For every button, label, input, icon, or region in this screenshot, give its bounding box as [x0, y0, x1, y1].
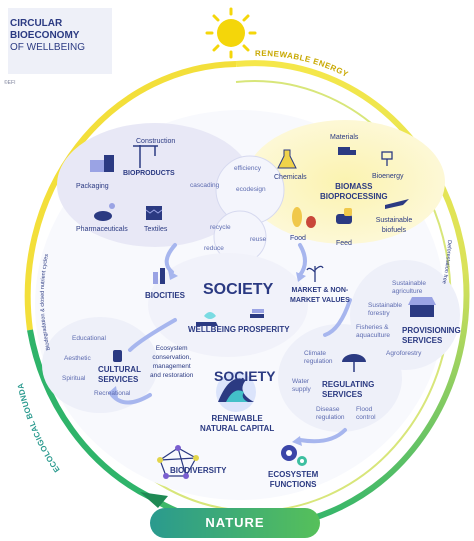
bioenergy-label: Bioenergy: [372, 173, 404, 180]
nature-banner: [150, 508, 320, 538]
packaging-icon: [90, 155, 114, 172]
ecosystem-note-line-4: and restoration: [150, 372, 194, 379]
biodiversity-label: BIODIVERSITY: [170, 466, 227, 475]
food-label: Food: [290, 235, 306, 242]
prosperity-label: PROSPERITY: [238, 325, 290, 334]
crane-icon: [133, 145, 158, 168]
flood-control-label: Flood control: [356, 406, 376, 421]
sustainable-forestry-label: Sustainable forestry: [368, 302, 402, 317]
flask-icon: [277, 149, 297, 169]
biomass-title-1: BIOMASS: [335, 182, 373, 191]
title-line-1: CIRCULAR: [10, 18, 63, 29]
sustainable-biofuels-label: Sustainable biofuels: [375, 217, 413, 234]
textile-icon: [145, 206, 163, 220]
ecosystem-conservation-note: Ecosystem conservation, management and r…: [150, 344, 193, 380]
praying-icon: [113, 350, 122, 362]
umbrella-icon: [342, 354, 366, 372]
market-stall-icon: [408, 297, 436, 317]
pharmaceuticals-label: Pharmaceuticals: [76, 226, 128, 233]
renewable-capital-line-2: NATURAL CAPITAL: [200, 424, 275, 433]
biodegradation-label: Biodegradation & closed nutrient cycles: [40, 253, 52, 351]
cultural-services-line-2: SERVICES: [98, 375, 139, 384]
renewable-capital-line-1: RENEWABLE: [211, 414, 263, 423]
corn-icon: [292, 207, 316, 228]
sustainable-agriculture-label: Sustainable agriculture: [392, 280, 426, 295]
ecosystem-note-line-2: conservation,: [152, 354, 192, 361]
gear-icon: [281, 445, 307, 466]
ecosystem-note-line-3: management: [152, 363, 191, 370]
bottles-icon: [153, 268, 165, 284]
ecodesign-label: ecodesign: [236, 186, 266, 193]
textiles-label: Textiles: [144, 226, 168, 233]
cultural-services-title: CULTURAL SERVICES: [98, 365, 141, 385]
provisioning-services-line-2: SERVICES: [402, 336, 443, 345]
reuse-label: reuse: [250, 236, 267, 243]
recycle-label: recycle: [210, 224, 231, 231]
title-box: CIRCULAR BIOECONOMY OF WELLBEING: [8, 8, 112, 74]
market-values-line-1: MARKET & NON-: [291, 287, 349, 294]
biocities-label: BIOCITIES: [145, 291, 186, 300]
title-line-2: BIOECONOMY: [10, 30, 80, 41]
arrow-icon: [140, 492, 168, 508]
aesthetic-label: Aesthetic: [64, 355, 91, 362]
chemicals-label: Chemicals: [274, 174, 307, 181]
stack-icon: [250, 309, 264, 318]
packaging-label: Packaging: [76, 183, 109, 190]
biomass-title-2: BIOPROCESSING: [320, 192, 388, 201]
provisioning-services-line-1: PROVISIONING: [402, 326, 461, 335]
spiritual-label: Spiritual: [62, 375, 86, 382]
ecosystem-functions-line-2: FUNCTIONS: [269, 480, 317, 489]
climate-regulation-label: Climate regulation: [304, 350, 333, 365]
reduce-label: reduce: [204, 245, 224, 252]
ecosystem-note-line-1: Ecosystem: [155, 345, 188, 352]
title-line-3: OF WELLBEING: [10, 42, 86, 53]
regulating-services-line-2: SERVICES: [322, 390, 363, 399]
educational-label: Educational: [72, 335, 106, 342]
sprout-icon: [306, 265, 324, 282]
provisioning-services-title: PROVISIONING SERVICES: [402, 326, 461, 346]
nature-label: NATURE: [205, 515, 265, 530]
plane-icon: [385, 199, 409, 209]
efficiency-label: efficiency: [234, 165, 261, 172]
bioproducts-title: BIOPRODUCTS: [123, 170, 175, 177]
recreational-label: Recreational: [94, 390, 131, 397]
truck-icon: [338, 147, 356, 155]
cultural-services-line-1: CULTURAL: [98, 365, 141, 374]
feed-label: Feed: [336, 240, 352, 247]
regulating-services-line-1: REGULATING: [322, 380, 375, 389]
heart-hand-icon: [196, 312, 218, 326]
biomass-title: BIOMASS BIOPROCESSING: [320, 182, 388, 202]
regulating-services-title: REGULATING SERVICES: [322, 380, 374, 400]
cow-icon: [336, 208, 352, 224]
water-supply-label: Water supply: [292, 378, 311, 393]
sun-icon: [205, 7, 257, 59]
market-values-line-2: MARKET VALUES: [290, 297, 350, 304]
materials-label: Materials: [330, 134, 359, 141]
cascading-label: cascading: [190, 182, 220, 189]
ecological-boundaries-label: ECOLOGICAL BOUNDARIES: [0, 0, 62, 474]
deforestation-free-label: Deforestation free: [440, 240, 452, 284]
wellbeing-label: WELLBEING: [188, 325, 236, 334]
ecosystem-functions-label: ECOSYSTEM FUNCTIONS: [268, 470, 318, 490]
construction-label: Construction: [136, 138, 176, 145]
market-values-label: MARKET & NON- MARKET VALUES: [290, 286, 350, 306]
mortar-icon: [94, 203, 115, 221]
ecosystem-functions-line-1: ECOSYSTEM: [268, 470, 319, 479]
renewable-capital-label: RENEWABLE NATURAL CAPITAL: [200, 414, 274, 434]
plug-icon: [381, 151, 393, 166]
agroforestry-label: Agroforestry: [386, 350, 422, 357]
credit: ©EFI: [4, 80, 16, 86]
wave-icon: [216, 372, 256, 412]
society-title: SOCIETY: [203, 281, 274, 298]
fisheries-label: Fisheries & aquaculture: [356, 324, 390, 339]
disease-regulation-label: Disease regulation: [316, 406, 345, 421]
renewable-energy-label: RENEWABLE ENERGY: [255, 49, 350, 79]
capital-society-title: SOCIETY: [214, 368, 276, 384]
